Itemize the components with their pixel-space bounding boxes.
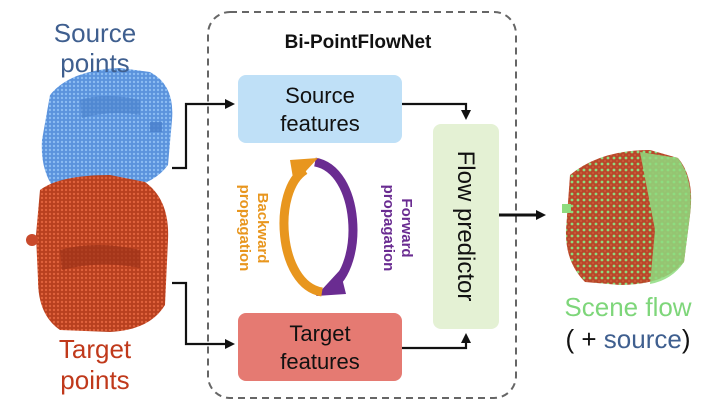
target-points-label-line1: Target [59,334,132,364]
scene-flow-label: Scene flow [564,292,691,322]
source-features-line2: features [280,111,360,136]
source-features-line1: Source [285,83,355,108]
scene-flow-open: ( + [565,324,603,354]
source-to-features-arrow [172,99,235,170]
network-container [207,11,517,399]
backward-label-line1: Backward [254,193,271,264]
target-features-to-predictor-arrow [402,333,471,350]
flow-predictor-label: Flow predictor [452,151,479,302]
scene-flow-source-word: source [604,324,682,354]
forward-label-line2: propagation [380,185,397,272]
scene-flow-point-cloud [562,150,692,285]
target-features-line2: features [280,349,360,374]
scene-flow-close: ) [682,324,691,354]
target-features-line1: Target [289,321,350,346]
target-features-box [238,313,402,381]
source-points-label-line2: points [60,48,129,78]
source-point-cloud [41,68,173,192]
source-points-label-line1: Source [54,18,136,48]
backward-propagation-arrow [279,158,324,297]
target-point-cloud [26,175,169,332]
forward-propagation-arrow [313,157,358,296]
forward-label-line1: Forward [398,198,415,257]
source-features-to-predictor-arrow [402,102,471,120]
source-features-box [238,75,402,143]
flow-predictor-box [433,124,499,329]
scene-flow-source-line: ( + source) [565,324,690,354]
target-to-features-arrow [172,281,235,349]
network-title: Bi-PointFlowNet [285,32,432,53]
target-points-label-line2: points [60,365,129,395]
backward-label-line2: propagation [236,185,253,272]
